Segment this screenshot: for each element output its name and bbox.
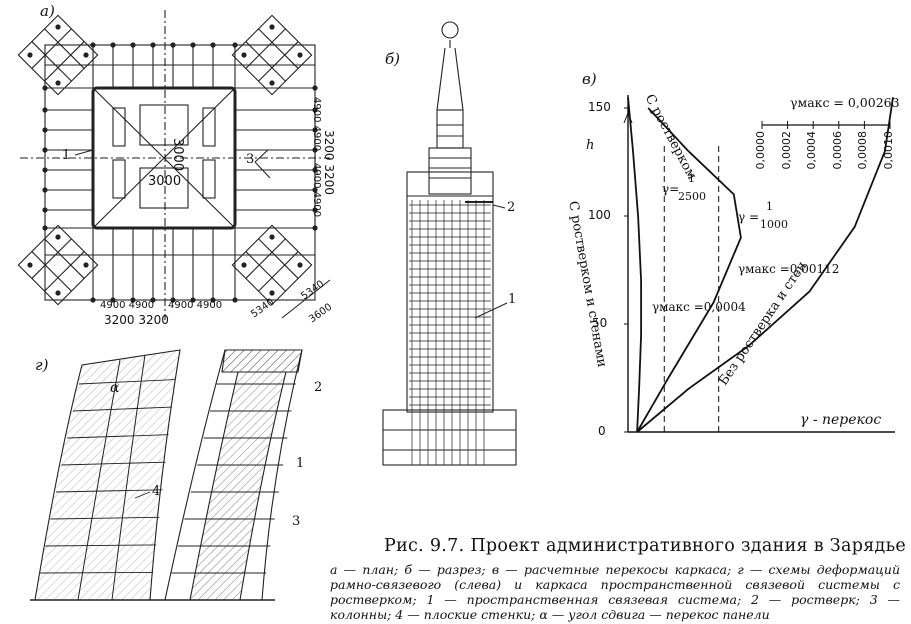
deformation-label-2: 2 [314,380,323,395]
chart-ratio-1000-label: γ = [738,210,760,224]
chart-ytick-100: 100 [588,208,611,222]
chart-xlabel: γ - перекос [800,412,882,428]
section-label-1: 1 [508,292,517,307]
chart-gamma-max-low: γмакс =0,0004 [652,300,746,314]
panel-label-v: в) [582,70,597,88]
chart-gamma-max-mid: γмакс =0,00112 [738,262,840,276]
plan-dims-top-row: 4900 4900 [100,300,155,311]
chart-y-arrow [623,111,633,124]
deformation-label-1: 1 [296,456,305,471]
plan-label-3: 3 [246,152,255,167]
panel-label-a: а) [40,2,55,20]
plan-dims-right-col-2: 3200 3200 [322,130,336,195]
plan-dims-bottom-row: 3200 3200 [104,313,169,327]
deformation-label-4: 4 [152,484,161,499]
plan-dim-diag-3: 3600 [307,301,335,326]
chart-inset-tick-label: 0,0008 [856,131,870,170]
deformation-label-3: 3 [292,514,301,529]
chart-ratio-2500-den: 2500 [678,190,706,203]
left-scheme-floor [73,406,172,412]
chart-ratio-2500-num: 1 [688,172,695,185]
left-scheme-floor [67,434,169,439]
chart-inset-tick-label: 0,0006 [830,131,844,170]
plan-dim-diag-1: 5340 [249,296,277,321]
chart-ratio-2500-label: γ= [662,182,680,196]
plan-dim-diag-2: 5340 [299,278,327,303]
left-scheme-floor [78,379,175,385]
chart-ratio-1000-den: 1000 [760,218,788,231]
chart-ytick-50: 50 [592,316,608,330]
chart-series-0 [627,97,642,433]
plan-label-1: 1 [62,148,71,163]
panel-label-g: г) [35,356,49,374]
left-scheme-floor [45,544,157,547]
plan-dims-right-col-3: 4900 4900 [311,163,322,218]
section-label-2: 2 [507,200,516,215]
plan-dim-center-h: 3000 [148,174,182,189]
chart-series-label-with-walls: С ростверком и стенами [565,200,610,369]
chart-ratio-1000-num: 1 [766,200,773,213]
chart-series-label-without: Без ростверка и стен [716,258,811,389]
plan-dims-top-row-2: 4900 4900 [168,300,223,311]
chart-series-label-with-grillage: С ростверком [641,92,700,183]
left-scheme-floor [61,461,166,466]
plan-dims-right-col-1: 4900 4900 [311,97,322,152]
plan-dim-center-v: 3000 [170,138,185,172]
chart-inset-tick-label: 0,0000 [754,131,767,170]
chart-inset-tick-label: 0,0010 [882,131,895,170]
figure-caption-legend: а — план; б — разрез; в — расчетные пере… [330,562,900,622]
chart-inset-tick-label: 0,0002 [779,131,793,170]
chart-gamma-max-top: γмакс = 0,00263 [790,95,900,110]
left-scheme-floor [40,571,154,574]
chart-ytick-0: 0 [598,424,606,438]
left-scheme-floor [55,489,163,493]
chart-ylabel: h [586,138,595,153]
deformation-alpha: α [110,380,120,396]
chart-ytick-150: 150 [588,100,611,114]
chart-inset-tick-label: 0,0004 [805,131,819,170]
left-scheme-floor [50,516,160,520]
figure-caption-title: Рис. 9.7. Проект административного здани… [384,536,907,556]
panel-label-b: б) [385,50,401,68]
